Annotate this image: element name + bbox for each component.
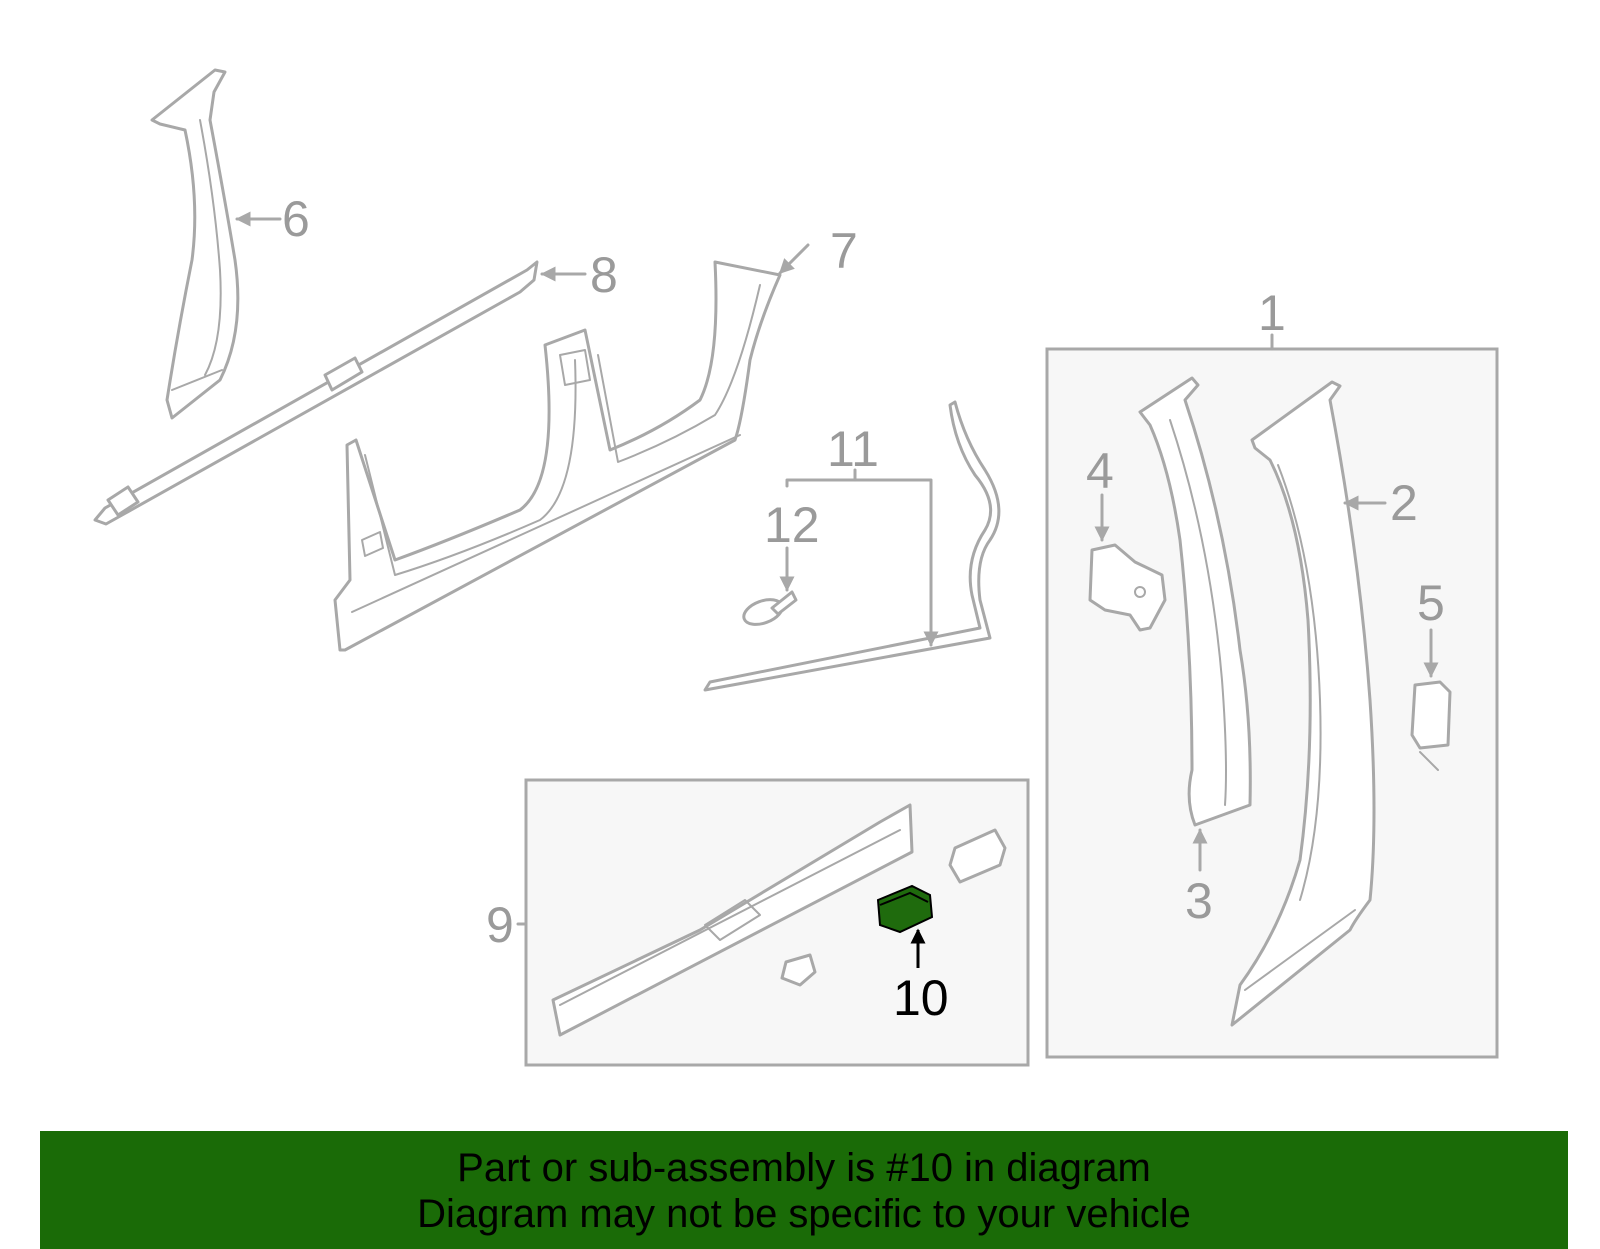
- part-12-clip: [742, 546, 798, 626]
- part-1-assembly-box: [1045, 333, 1499, 1059]
- callout-11: 11: [827, 421, 879, 477]
- callout-10: 10: [893, 970, 949, 1026]
- callout-12: 12: [764, 497, 820, 553]
- banner-line-2: Diagram may not be specific to your vehi…: [417, 1192, 1191, 1236]
- callout-7: 7: [830, 223, 858, 279]
- part-9-assembly-box: [516, 778, 1030, 1067]
- part-6-pillar-trim: [150, 68, 282, 420]
- part-7-side-panel: [333, 243, 810, 652]
- callout-9: 9: [486, 897, 514, 953]
- part-11-sill-molding: [703, 400, 1001, 692]
- callout-6: 6: [282, 191, 310, 247]
- callout-3: 3: [1185, 873, 1213, 929]
- part-10-highlighted: [876, 884, 934, 968]
- callout-1: 1: [1258, 285, 1286, 341]
- banner-line-1: Part or sub-assembly is #10 in diagram: [457, 1146, 1151, 1190]
- info-banner: Part or sub-assembly is #10 in diagram D…: [40, 1131, 1568, 1249]
- callout-8: 8: [590, 247, 618, 303]
- callout-5: 5: [1417, 575, 1445, 631]
- parts-diagram: 1 2 3 4 5 6 7 8 9 10 11 12: [93, 68, 1499, 1067]
- callout-4: 4: [1086, 443, 1114, 499]
- callout-2: 2: [1390, 475, 1418, 531]
- part-8-weatherstrip: [93, 260, 587, 526]
